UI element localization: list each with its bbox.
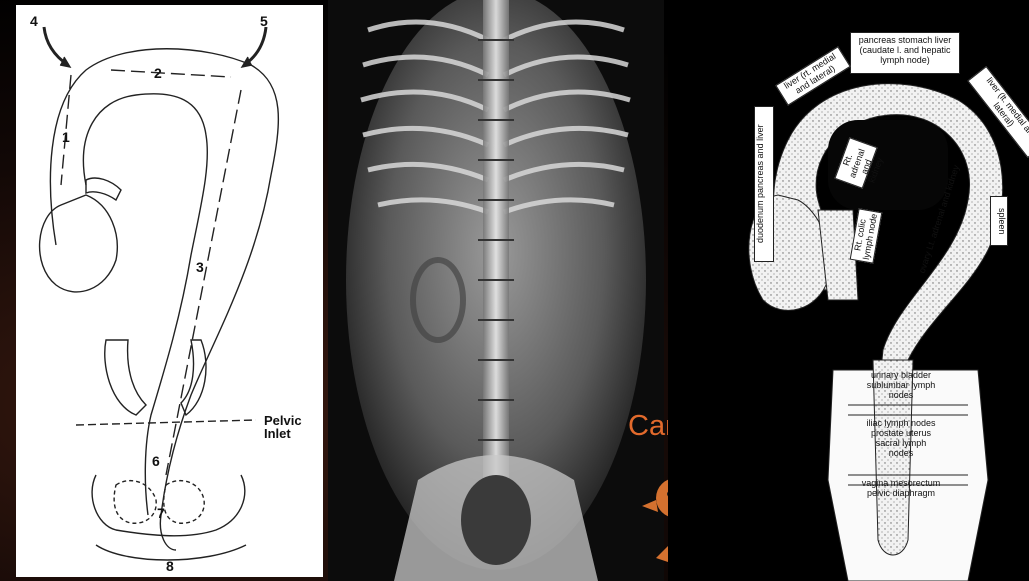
pelvic-inlet-label: Pelvic Inlet bbox=[264, 414, 302, 440]
label-7: 7 bbox=[157, 505, 165, 521]
label-urinary-bladder: urinary bladder sublumbar lymph nodes bbox=[864, 370, 938, 400]
pelvic-label-line2: Inlet bbox=[264, 427, 302, 440]
label-vagina-mesorectum: vagina mesorectum pelvic diaphragm bbox=[858, 478, 944, 498]
colon-line-diagram: 4 5 2 1 3 6 7 8 Pelvic Inlet bbox=[16, 5, 323, 577]
label-2: 2 bbox=[154, 65, 162, 81]
label-iliac-lymph: iliac lymph nodes prostate uterus sacral… bbox=[864, 418, 938, 458]
label-pancreas-stomach-liver: pancreas stomach liver (caudate l. and h… bbox=[850, 32, 960, 74]
label-3: 3 bbox=[196, 259, 204, 275]
label-5: 5 bbox=[260, 13, 268, 29]
label-6: 6 bbox=[152, 453, 160, 469]
label-4: 4 bbox=[30, 13, 38, 29]
lymph-drainage-diagram: pancreas stomach liver (caudate l. and h… bbox=[668, 0, 1029, 581]
label-spleen: spleen bbox=[990, 196, 1008, 246]
radiograph-image bbox=[328, 0, 664, 581]
label-8: 8 bbox=[166, 558, 174, 574]
xray-drawing bbox=[328, 0, 664, 581]
colon-outline-drawing bbox=[16, 5, 323, 577]
label-duodenum-pancreas-liver: duodenum pancreas and liver bbox=[754, 106, 774, 262]
label-1: 1 bbox=[62, 129, 70, 145]
